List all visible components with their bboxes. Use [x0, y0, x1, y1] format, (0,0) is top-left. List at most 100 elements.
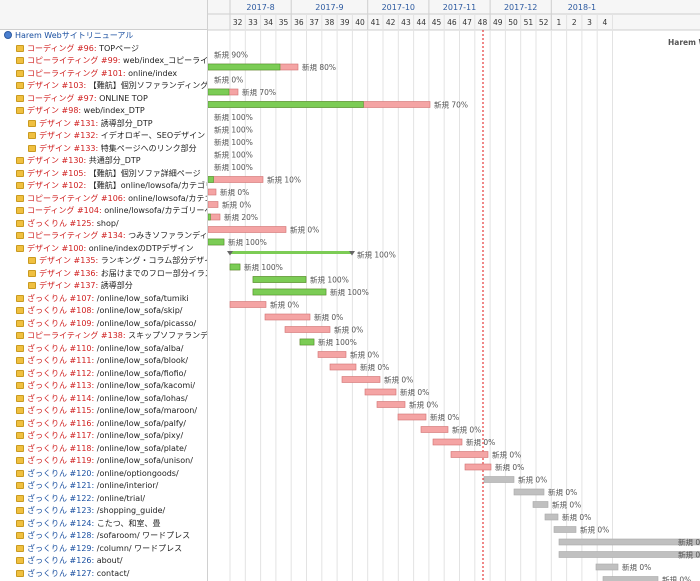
- task-row[interactable]: ざっくりん #120: /online/optiongoods/: [0, 468, 207, 481]
- task-status-label: 新規 0%: [622, 562, 651, 572]
- task-id-link[interactable]: ざっくりん #116:: [27, 418, 97, 428]
- task-id-link[interactable]: ざっくりん #123:: [27, 506, 97, 515]
- task-row[interactable]: デザイン #103: 【難航】個別ソファランディングページ: [0, 80, 207, 93]
- task-id-link[interactable]: デザイン #135:: [39, 256, 101, 265]
- task-id-link[interactable]: ざっくりん #126:: [27, 556, 97, 565]
- task-id-link[interactable]: ざっくりん #107:: [27, 293, 97, 303]
- task-status-label: 新規 100%: [310, 275, 349, 285]
- task-id-link[interactable]: デザイン #137:: [39, 281, 101, 290]
- task-row[interactable]: デザイン #98: web/index_DTP: [0, 105, 207, 118]
- task-row[interactable]: ざっくりん #107: /online/low_sofa/tumiki: [0, 293, 207, 306]
- task-row[interactable]: ざっくりん #124: こたつ、和室、畳: [0, 518, 207, 531]
- task-row[interactable]: ざっくりん #109: /online/low_sofa/picasso/: [0, 318, 207, 331]
- task-row[interactable]: ざっくりん #125: shop/: [0, 218, 207, 231]
- task-id-link[interactable]: デザイン #133:: [39, 143, 101, 153]
- task-status-label: 新規 0%: [350, 350, 379, 360]
- task-id-link[interactable]: デザイン #102:: [27, 181, 89, 190]
- task-row[interactable]: ざっくりん #121: /online/interior/: [0, 480, 207, 493]
- issue-tree-panel: Harem Webサイトリニューアルコーディング #96: TOPページコピーラ…: [0, 0, 208, 581]
- task-id-link[interactable]: ざっくりん #108:: [27, 306, 97, 315]
- task-id-link[interactable]: デザイン #103:: [27, 81, 89, 90]
- task-row[interactable]: ざっくりん #113: /online/low_sofa/kacomi/: [0, 380, 207, 393]
- task-row[interactable]: ざっくりん #110: /online/low_sofa/alba/: [0, 343, 207, 356]
- task-id-link[interactable]: ざっくりん #120:: [27, 468, 97, 478]
- task-id-link[interactable]: コピーライティング #138:: [27, 331, 129, 340]
- task-row[interactable]: デザイン #102: 【難航】online/lowsofa/カテゴリーページ: [0, 180, 207, 193]
- task-id-link[interactable]: デザイン #136:: [39, 268, 101, 278]
- task-row[interactable]: デザイン #136: お届けまでのフロー部分イラストイメ...: [0, 268, 207, 281]
- task-row[interactable]: デザイン #131: 誘導部分_DTP: [0, 118, 207, 131]
- folder-icon: [16, 444, 24, 452]
- task-row[interactable]: コーディング #104: online/lowsofa/カテゴリーページ: [0, 205, 207, 218]
- task-row[interactable]: コピーライティング #134: つみきソファランディングページ: [0, 230, 207, 243]
- task-id-link[interactable]: ざっくりん #129:: [27, 543, 97, 553]
- task-id-link[interactable]: ざっくりん #128:: [27, 531, 97, 540]
- task-row[interactable]: ざっくりん #111: /online/low_sofa/blook/: [0, 355, 207, 368]
- task-row[interactable]: ざっくりん #116: /online/low_sofa/palfy/: [0, 418, 207, 431]
- task-row[interactable]: コピーライティング #106: online/lowsofa/カテゴリーページ: [0, 193, 207, 206]
- task-id-link[interactable]: ざっくりん #113:: [27, 381, 97, 390]
- task-row[interactable]: デザイン #100: online/indexのDTPデザイン: [0, 243, 207, 256]
- task-id-link[interactable]: ざっくりん #121:: [27, 481, 97, 490]
- task-row[interactable]: ざっくりん #114: /online/low_sofa/lohas/: [0, 393, 207, 406]
- task-id-link[interactable]: コピーライティング #99:: [27, 56, 124, 65]
- task-row[interactable]: デザイン #133: 特集ページへのリンク部分: [0, 143, 207, 156]
- task-id-link[interactable]: ざっくりん #127:: [27, 568, 97, 578]
- task-id-link[interactable]: コピーライティング #101:: [27, 68, 129, 78]
- task-row[interactable]: ざっくりん #122: /online/trial/: [0, 493, 207, 506]
- task-row[interactable]: ざっくりん #119: /online/low_sofa/unison/: [0, 455, 207, 468]
- task-id-link[interactable]: コピーライティング #106:: [27, 193, 129, 203]
- task-id-link[interactable]: ざっくりん #124:: [27, 518, 97, 528]
- task-status-label: 新規 100%: [214, 162, 253, 172]
- task-row[interactable]: コーディング #97: ONLINE TOP: [0, 93, 207, 106]
- task-id-link[interactable]: ざっくりん #118:: [27, 443, 97, 453]
- task-id-link[interactable]: デザイン #100:: [27, 243, 89, 253]
- task-id-link[interactable]: ざっくりん #114:: [27, 393, 97, 403]
- task-row[interactable]: ざっくりん #127: contact/: [0, 568, 207, 581]
- task-id-link[interactable]: ざっくりん #122:: [27, 493, 97, 503]
- task-id-link[interactable]: デザイン #131:: [39, 118, 101, 128]
- task-row[interactable]: ざっくりん #123: /shopping_guide/: [0, 505, 207, 518]
- task-id-link[interactable]: デザイン #132:: [39, 131, 101, 140]
- task-id-link[interactable]: ざっくりん #115:: [27, 406, 97, 415]
- task-status-label: 新規 0%: [495, 462, 524, 472]
- folder-icon: [16, 219, 24, 227]
- task-id-link[interactable]: ざっくりん #111:: [27, 356, 97, 365]
- task-id-link[interactable]: デザイン #98:: [27, 106, 84, 115]
- task-row[interactable]: ざっくりん #128: /sofaroom/ ワードプレス: [0, 530, 207, 543]
- task-row[interactable]: デザイン #137: 誘導部分: [0, 280, 207, 293]
- task-row[interactable]: デザイン #130: 共通部分_DTP: [0, 155, 207, 168]
- task-row[interactable]: デザイン #132: イデオロギー、SEOデザイン: [0, 130, 207, 143]
- task-id-link[interactable]: コピーライティング #134:: [27, 231, 129, 240]
- project-title[interactable]: Harem Webサイトリニューアル: [15, 31, 134, 40]
- task-id-link[interactable]: デザイン #105:: [27, 168, 89, 178]
- task-row[interactable]: コピーライティング #138: スキップソファランディングペ...: [0, 330, 207, 343]
- task-row[interactable]: ざっくりん #117: /online/low_sofa/pixy/: [0, 430, 207, 443]
- task-row[interactable]: ざっくりん #126: about/: [0, 555, 207, 568]
- task-row[interactable]: ざっくりん #118: /online/low_sofa/plate/: [0, 443, 207, 456]
- task-status-label: 新規 0%: [580, 525, 609, 535]
- task-row[interactable]: ざっくりん #129: /column/ ワードプレス: [0, 543, 207, 556]
- task-row[interactable]: デザイン #135: ランキング・コラム部分デザイン: [0, 255, 207, 268]
- week-label: 48: [478, 18, 488, 27]
- task-row[interactable]: ざっくりん #115: /online/low_sofa/maroon/: [0, 405, 207, 418]
- task-id-link[interactable]: ざっくりん #117:: [27, 431, 97, 440]
- task-id-link[interactable]: コーディング #104:: [27, 206, 105, 215]
- task-id-link[interactable]: ざっくりん #125:: [27, 218, 97, 228]
- task-id-link[interactable]: コーディング #96:: [27, 43, 100, 53]
- task-row[interactable]: デザイン #105: 【難航】個別ソファ詳細ページ: [0, 168, 207, 181]
- task-row[interactable]: ざっくりん #108: /online/low_sofa/skip/: [0, 305, 207, 318]
- task-id-link[interactable]: コーディング #97:: [27, 93, 100, 103]
- task-id-link[interactable]: ざっくりん #110:: [27, 343, 97, 353]
- task-bar: [284, 326, 331, 333]
- task-row[interactable]: コピーライティング #101: online/index: [0, 68, 207, 81]
- task-row[interactable]: ざっくりん #112: /online/low_sofa/fiofio/: [0, 368, 207, 381]
- task-id-link[interactable]: ざっくりん #109:: [27, 318, 97, 328]
- task-id-link[interactable]: ざっくりん #119:: [27, 456, 97, 465]
- task-name: /online/low_sofa/kacomi/: [96, 381, 196, 390]
- task-row[interactable]: コーディング #96: TOPページ: [0, 43, 207, 56]
- project-row[interactable]: Harem Webサイトリニューアル: [0, 30, 207, 43]
- task-id-link[interactable]: ざっくりん #112:: [27, 368, 97, 378]
- task-row[interactable]: コピーライティング #99: web/index_コピーライティング: [0, 55, 207, 68]
- task-id-link[interactable]: デザイン #130:: [27, 156, 89, 165]
